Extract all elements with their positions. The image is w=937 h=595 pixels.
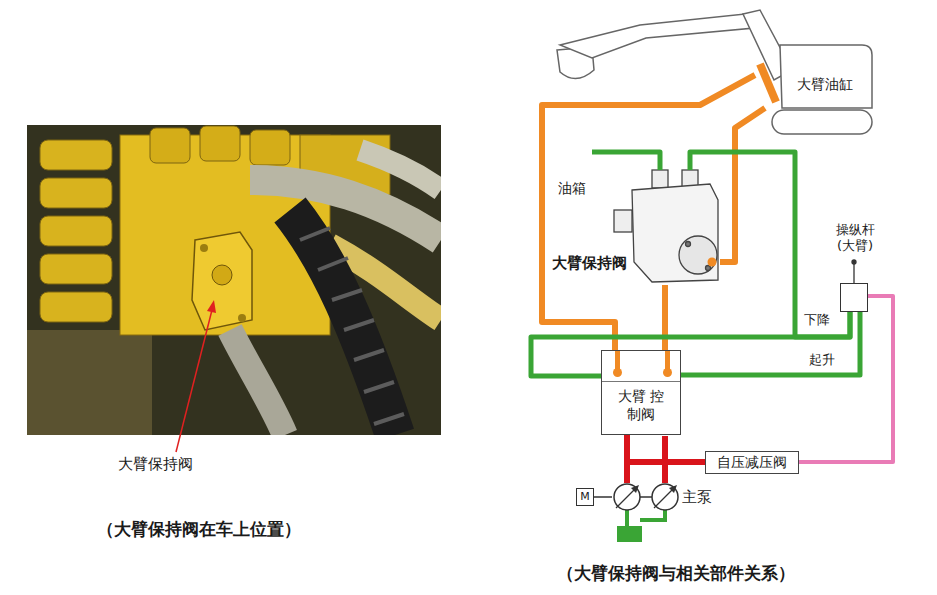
pump-arrow	[616, 488, 636, 508]
pump-arrow	[654, 488, 674, 508]
figure-caption: （大臂保持阀在车上位置）	[97, 518, 301, 541]
hose	[290, 210, 395, 435]
tank-symbol	[617, 526, 642, 542]
arrow-head	[669, 485, 677, 493]
pipe-line	[690, 152, 850, 337]
valve-cap	[40, 254, 112, 284]
pressure-line	[627, 436, 665, 462]
leader-arrow	[176, 310, 212, 452]
pipe-line	[592, 152, 660, 170]
pipe-line	[681, 312, 860, 375]
house	[780, 45, 872, 108]
edge-label: 起升	[808, 351, 836, 369]
pipe-line	[594, 496, 612, 498]
hold-valve-photo	[192, 232, 252, 330]
valve-flange	[679, 236, 717, 274]
node-label: M	[577, 489, 593, 504]
hose	[230, 330, 285, 435]
lever-antenna	[852, 260, 856, 283]
pipe-line	[531, 312, 850, 376]
node-label: 主泵	[682, 488, 712, 507]
node-label: 大臂 控制阀	[602, 351, 680, 431]
port-dot	[663, 368, 672, 377]
valve-cap	[40, 292, 112, 322]
excavator	[557, 10, 872, 134]
pipe-line	[799, 296, 893, 462]
valve-cap	[40, 178, 112, 208]
hold-valve-figure	[614, 170, 718, 282]
valve-cap	[250, 130, 290, 165]
pipe-line	[665, 462, 705, 483]
reducing-valve-box: 自压减压阀	[705, 451, 799, 474]
pipe-line	[542, 75, 755, 350]
boom-cylinder	[760, 64, 776, 102]
valve-knob	[652, 170, 668, 188]
pump-symbol	[652, 484, 678, 510]
arrow-head	[631, 485, 639, 493]
valve-cap	[200, 126, 240, 161]
frame-plate	[27, 330, 152, 435]
figure-caption: （大臂保持阀与相关部件关系）	[557, 562, 795, 585]
hose	[250, 180, 441, 240]
lever-stick	[853, 264, 854, 283]
bolt	[706, 266, 711, 271]
pipe-line	[720, 108, 765, 262]
bolt	[686, 242, 691, 247]
valve-knob	[614, 210, 632, 232]
control-valve-box: 大臂 控制阀	[601, 350, 681, 435]
part-label: 大臂保持阀	[118, 455, 193, 474]
valve-cap	[150, 128, 190, 163]
valve-port	[708, 258, 717, 267]
node-label: 大臂保持阀	[552, 254, 627, 273]
pump-node: 主泵	[612, 483, 712, 513]
valve-body	[632, 184, 718, 282]
hose	[360, 150, 441, 190]
photo	[27, 125, 441, 435]
lever-box: 操纵杆 (大臂)	[840, 283, 868, 312]
node-label: 操纵杆 (大臂)	[827, 222, 883, 253]
hose-spiral	[300, 228, 404, 424]
track	[772, 110, 872, 134]
suction-line	[627, 510, 665, 528]
arrow-head	[207, 300, 216, 313]
bolt	[238, 314, 246, 322]
edge-label: 下降	[803, 311, 831, 329]
lever-knob	[852, 260, 856, 264]
node-label: 自压减压阀	[706, 452, 798, 473]
bolt	[200, 244, 208, 252]
arm	[560, 14, 754, 58]
pump-figure	[614, 436, 678, 542]
photo-ground	[27, 125, 441, 435]
cylinder-node: 大臂油缸	[755, 62, 855, 108]
motor-box: M	[576, 488, 594, 506]
pump-symbol	[614, 484, 640, 510]
valve-port	[212, 265, 232, 285]
port-dot	[613, 368, 622, 377]
pipe-line	[662, 285, 668, 350]
node-label: 大臂油缸	[797, 76, 853, 94]
hold-valve-node: 大臂保持阀	[552, 170, 720, 285]
tank-node: 油箱	[556, 145, 592, 201]
pump-shaft	[640, 496, 652, 498]
node-label: 油箱	[558, 180, 586, 198]
port-band	[602, 351, 680, 382]
pipe-line	[624, 435, 630, 483]
valve-cap	[40, 140, 112, 170]
valve-cap	[40, 216, 112, 246]
